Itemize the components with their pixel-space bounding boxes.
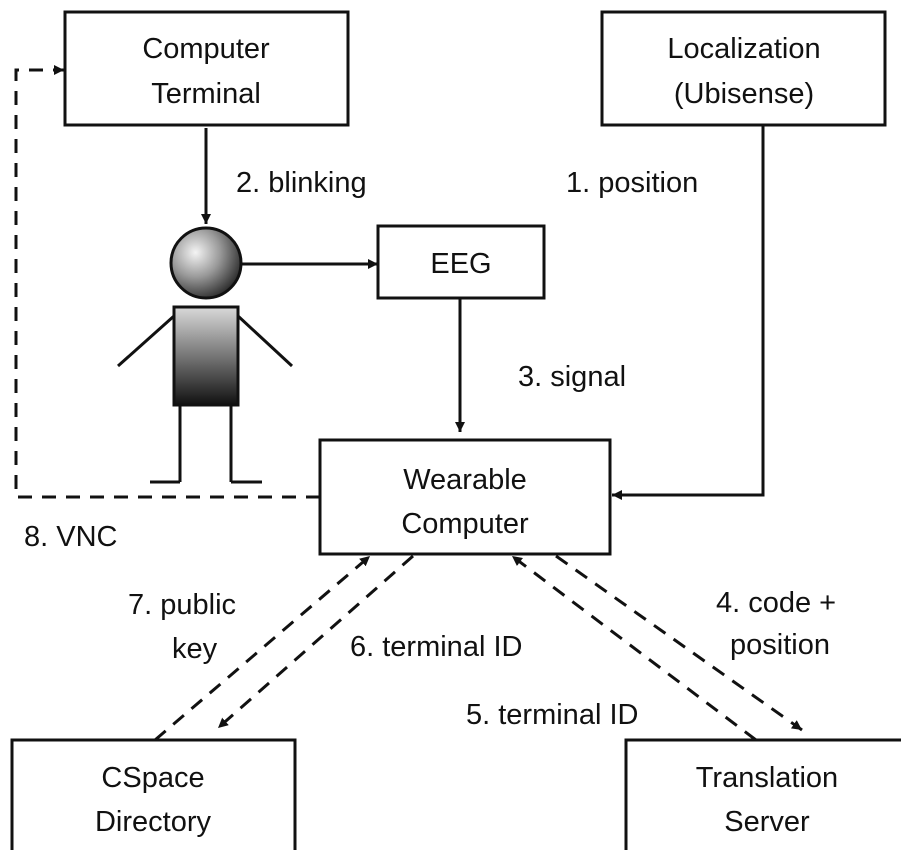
edge-position — [612, 124, 765, 500]
node-localization: Localization (Ubisense) — [600, 10, 887, 127]
user-body-icon — [172, 305, 240, 407]
node-label: Localization — [667, 33, 820, 65]
node-computer-terminal: Computer Terminal — [63, 10, 350, 127]
node-translation-server: Translation Server — [624, 738, 901, 850]
edge-label-public-key-line2: key — [172, 633, 218, 665]
edge-terminal-id-6 — [217, 554, 414, 730]
edge-label-vnc: 8. VNC — [24, 521, 117, 553]
edge-vnc — [14, 65, 320, 499]
node-label: Translation — [696, 762, 838, 794]
node-cspace-directory: CSpace Directory — [10, 738, 297, 850]
edge-label-public-key-line1: 7. public — [128, 589, 236, 621]
edge-label-code-position-line2: position — [730, 629, 830, 661]
user-arm-left — [117, 314, 175, 368]
node-label: CSpace — [101, 762, 204, 794]
edge-label-signal: 3. signal — [518, 361, 626, 393]
node-label: Computer — [401, 508, 529, 540]
node-label: Server — [724, 806, 810, 838]
user-figure-icon — [117, 226, 294, 484]
edge-terminal-id-5 — [511, 554, 757, 742]
node-wearable-computer: Wearable Computer — [318, 438, 612, 556]
user-arm-right — [236, 314, 294, 368]
node-label: (Ubisense) — [674, 78, 814, 110]
edges — [14, 65, 803, 742]
node-label: Wearable — [403, 464, 527, 496]
node-label: Terminal — [151, 78, 261, 110]
node-label: Directory — [95, 806, 212, 838]
edge-label-blinking: 2. blinking — [236, 167, 367, 199]
edge-labels: 2. blinking 1. position 3. signal 8. VNC… — [24, 167, 836, 731]
edge-label-position: 1. position — [566, 167, 698, 199]
node-label: EEG — [430, 248, 491, 280]
node-eeg: EEG — [376, 224, 546, 300]
node-label: Computer — [142, 33, 270, 65]
user-head-icon — [169, 226, 243, 300]
edge-label-terminal-id-5: 5. terminal ID — [466, 699, 638, 731]
edge-label-terminal-id-6: 6. terminal ID — [350, 631, 522, 663]
edge-code-position — [555, 554, 803, 732]
edge-label-code-position-line1: 4. code + — [716, 587, 836, 619]
